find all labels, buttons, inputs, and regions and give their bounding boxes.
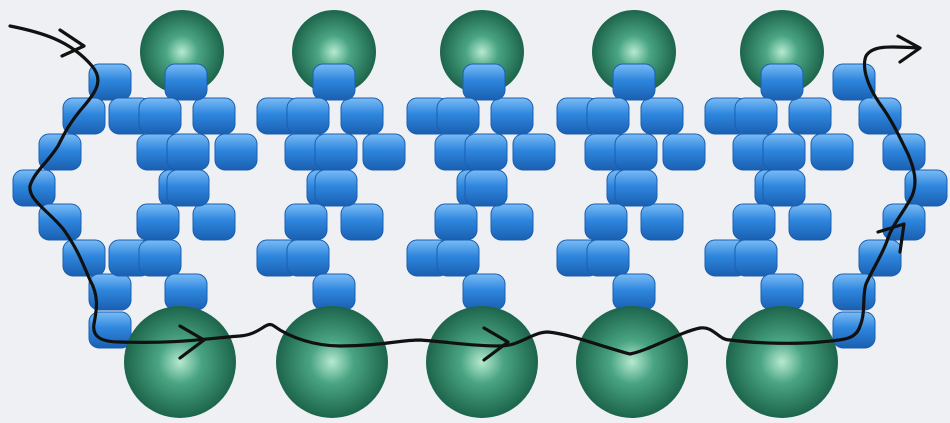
cube-bead	[286, 97, 330, 135]
cube-bead	[164, 63, 208, 101]
bottom-round-beads	[124, 306, 838, 418]
cube-bead	[640, 203, 684, 241]
cube-bead	[788, 97, 832, 135]
cube-bead	[312, 63, 356, 101]
cube-bead	[734, 97, 778, 135]
round-bead	[276, 306, 388, 418]
cube-bead	[192, 97, 236, 135]
cube-bead	[62, 97, 106, 135]
cube-bead	[810, 133, 854, 171]
cube-bead	[136, 203, 180, 241]
cube-bead	[612, 63, 656, 101]
cube-bead	[138, 239, 182, 277]
cube-bead	[490, 203, 534, 241]
cube-bead	[760, 273, 804, 311]
cube-bead	[434, 203, 478, 241]
round-bead	[576, 306, 688, 418]
cube-bead	[138, 97, 182, 135]
cube-bead	[612, 273, 656, 311]
thread-direction-arrow-icon	[876, 222, 906, 254]
cube-bead	[614, 169, 658, 207]
cube-bead	[734, 239, 778, 277]
cube-bead	[436, 239, 480, 277]
cube-bead	[340, 203, 384, 241]
cube-bead	[12, 169, 56, 207]
cube-bead	[340, 97, 384, 135]
round-bead	[124, 306, 236, 418]
round-bead	[726, 306, 838, 418]
cube-bead	[436, 97, 480, 135]
cube-bead	[882, 133, 926, 171]
cube-bead	[462, 63, 506, 101]
thread-direction-arrow-icon	[178, 324, 206, 360]
cube-bead	[882, 203, 926, 241]
cube-bead	[586, 239, 630, 277]
cube-bead	[362, 133, 406, 171]
cube-bead	[584, 203, 628, 241]
cube-bead	[462, 273, 506, 311]
cube-bead	[762, 133, 806, 171]
cube-bead	[662, 133, 706, 171]
cube-bead	[732, 203, 776, 241]
cube-bead	[88, 63, 132, 101]
cube-bead	[464, 169, 508, 207]
cube-bead	[166, 133, 210, 171]
cube-bead	[512, 133, 556, 171]
round-bead	[426, 306, 538, 418]
cube-bead	[214, 133, 258, 171]
cube-bead	[38, 133, 82, 171]
thread-path	[8, 24, 920, 356]
cube-bead	[762, 169, 806, 207]
cube-bead	[490, 97, 534, 135]
cube-bead	[760, 63, 804, 101]
cube-bead	[164, 273, 208, 311]
cube-bead	[88, 273, 132, 311]
cube-bead	[284, 203, 328, 241]
cube-bead	[640, 97, 684, 135]
cube-bead	[314, 169, 358, 207]
cube-bead	[832, 311, 876, 349]
cube-bead	[62, 239, 106, 277]
cube-bead	[286, 239, 330, 277]
cube-bead	[314, 133, 358, 171]
cube-bead	[464, 133, 508, 171]
cube-bead	[166, 169, 210, 207]
cube-bead	[858, 97, 902, 135]
thread-exit-arrow-icon	[896, 34, 922, 64]
thread-direction-arrow-icon	[482, 326, 510, 362]
cube-bead	[586, 97, 630, 135]
cube-bead	[192, 203, 236, 241]
thread-entry-arrow-icon	[58, 28, 86, 58]
cube-bead	[312, 273, 356, 311]
thread-line	[8, 24, 920, 356]
cube-bead	[614, 133, 658, 171]
cube-bead	[788, 203, 832, 241]
